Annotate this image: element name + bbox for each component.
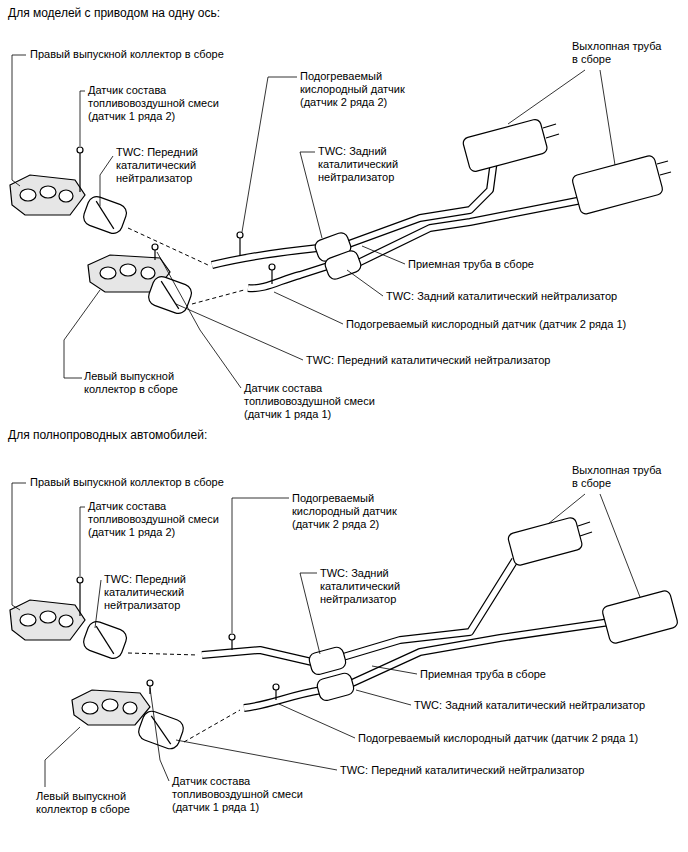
part-label: Левый выпускной коллектор в сборе: [84, 370, 184, 396]
part-label: Правый выпускной коллектор в сборе: [30, 48, 224, 61]
part-label: TWC: Задний каталитический нейтрализатор: [414, 699, 645, 712]
part-label: TWC: Задний каталитический нейтрализатор: [318, 145, 408, 184]
part-label: TWC: Задний каталитический нейтрализатор: [320, 567, 410, 606]
part-label: TWC: Передний каталитический нейтрализат…: [306, 354, 550, 367]
part-label: Подогреваемый кислородный датчик (датчик…: [358, 732, 638, 745]
section-heading: Для полнопроводных автомобилей:: [8, 428, 207, 442]
leader-lines: [12, 55, 640, 787]
part-label: Правый выпускной коллектор в сборе: [30, 476, 224, 489]
part-label: TWC: Передний каталитический нейтрализат…: [104, 573, 194, 612]
part-label: Датчик состава топливовоздушной смеси (д…: [244, 382, 379, 421]
part-label: Левый выпускной коллектор в сборе: [36, 790, 136, 816]
part-label: Подогреваемый кислородный датчик (датчик…: [300, 70, 410, 109]
part-label: Подогреваемый кислородный датчик (датчик…: [292, 492, 402, 531]
part-label: Датчик состава топливовоздушной смеси (д…: [172, 775, 307, 814]
section-heading: Для моделей с приводом на одну ось:: [8, 6, 220, 20]
part-label: TWC: Задний каталитический нейтрализатор: [386, 290, 617, 303]
part-label: TWC: Передний каталитический нейтрализат…: [340, 764, 584, 777]
part-label: Приемная труба в сборе: [420, 668, 546, 681]
part-label: Датчик состава топливовоздушной смеси (д…: [88, 84, 223, 123]
pipes: [202, 160, 610, 708]
part-label: Подогреваемый кислородный датчик (датчик…: [346, 318, 626, 331]
part-label: Выхлопная труба в сборе: [572, 40, 667, 66]
part-label: Выхлопная труба в сборе: [572, 464, 667, 490]
part-label: TWC: Передний каталитический нейтрализат…: [116, 146, 206, 185]
part-label: Приемная труба в сборе: [408, 258, 534, 271]
part-label: Датчик состава топливовоздушной смеси (д…: [88, 500, 223, 539]
